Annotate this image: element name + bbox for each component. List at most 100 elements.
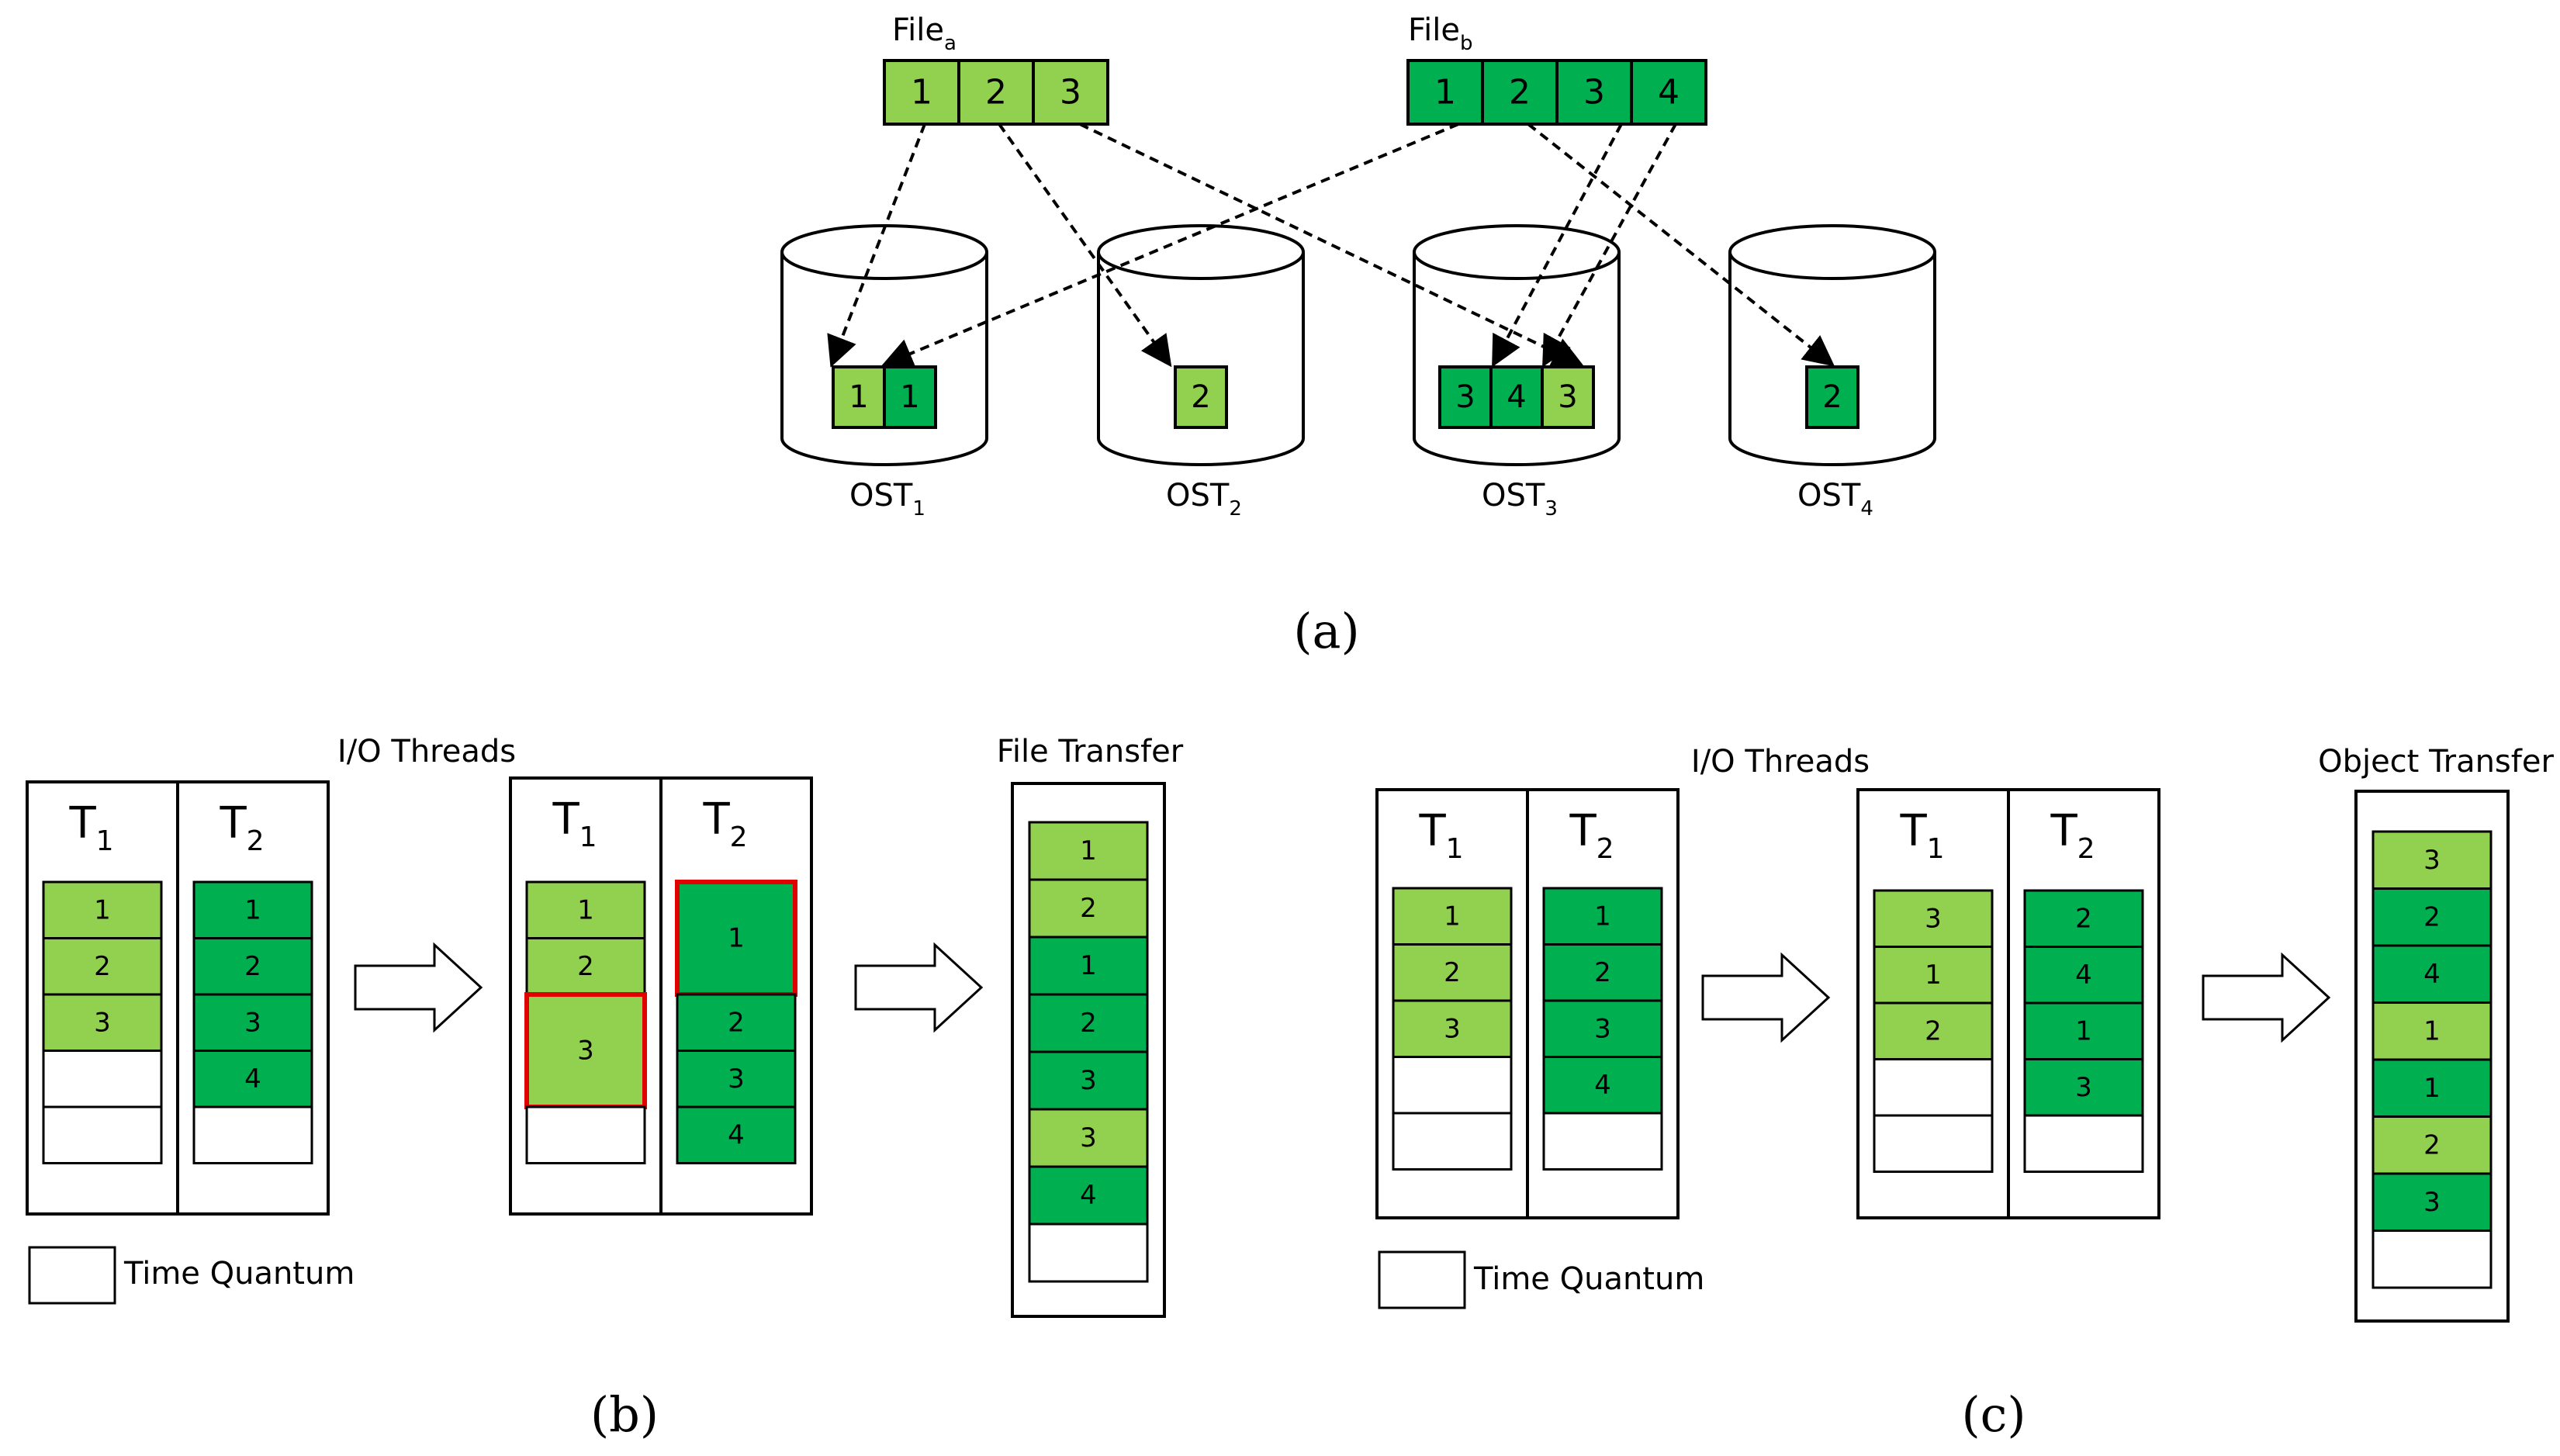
ost-2-block-1: 2 bbox=[1174, 365, 1228, 429]
b-legend: Time Quantum bbox=[28, 1246, 355, 1305]
file-b-block-2: 2 bbox=[1481, 59, 1558, 126]
b-threads-before-t2-cell-2: 2 bbox=[192, 937, 313, 996]
svg-text:1: 1 bbox=[577, 894, 594, 925]
svg-text:4: 4 bbox=[1594, 1070, 1611, 1101]
c-threads-before-t1-cell-2: 2 bbox=[1392, 943, 1513, 1002]
b-arrow-1 bbox=[354, 942, 483, 1033]
svg-text:1: 1 bbox=[2075, 1015, 2092, 1046]
svg-text:1: 1 bbox=[1080, 950, 1097, 981]
b-threads-before-t1-cell-2: 2 bbox=[42, 937, 163, 996]
c-object-transfer-cell-5: 1 bbox=[2371, 1058, 2493, 1118]
svg-text:3: 3 bbox=[2423, 845, 2441, 876]
svg-text:2: 2 bbox=[577, 951, 594, 982]
svg-text:4: 4 bbox=[2423, 959, 2441, 990]
b-file-transfer-cell-8 bbox=[1028, 1223, 1149, 1283]
b-file-transfer-cell-2: 2 bbox=[1028, 878, 1149, 939]
c-object-transfer-cell-3: 4 bbox=[2371, 944, 2493, 1004]
b-threads-after-t1-cell-2: 2 bbox=[525, 937, 646, 996]
panel-b: I/O Threads File Transfer T1123T21234T11… bbox=[26, 734, 1184, 1443]
c-threads-title: I/O Threads bbox=[1691, 744, 1870, 780]
b-threads-before-t1-label: T1 bbox=[68, 798, 113, 857]
c-threads-before-t1-cell-3: 3 bbox=[1392, 999, 1513, 1058]
c-transfer-title: Object Transfer bbox=[2318, 744, 2554, 780]
svg-text:1: 1 bbox=[1594, 901, 1611, 932]
c-threads-before-t2-cell-1: 1 bbox=[1542, 887, 1663, 946]
c-object-transfer-cell-1: 3 bbox=[2371, 830, 2493, 890]
svg-text:2: 2 bbox=[94, 951, 111, 982]
file-b-label: Fileb bbox=[1408, 12, 1472, 55]
svg-text:3: 3 bbox=[94, 1007, 111, 1038]
svg-text:3: 3 bbox=[1444, 1013, 1461, 1044]
b-threads-before-t2-cell-4: 4 bbox=[192, 1050, 313, 1108]
svg-text:4: 4 bbox=[2075, 960, 2092, 991]
b-threads-after-t2-cell-1: 1 bbox=[675, 880, 797, 997]
c-threads-after-t1-label: T1 bbox=[1899, 806, 1944, 865]
b-legend-swatch bbox=[28, 1246, 116, 1305]
b-file-transfer-cell-3: 1 bbox=[1028, 936, 1149, 996]
svg-text:1: 1 bbox=[1444, 901, 1461, 932]
b-threads-after-t1-cell-1: 1 bbox=[525, 880, 646, 939]
b-threads-after-t2-cell-2: 2 bbox=[676, 993, 797, 1052]
caption-b: (b) bbox=[590, 1386, 659, 1443]
svg-text:4: 4 bbox=[728, 1119, 745, 1150]
b-file-transfer-cell-6: 3 bbox=[1028, 1108, 1149, 1168]
panel-c: I/O Threads Object Transfer T1123T21234T… bbox=[1375, 744, 2554, 1443]
ost-2-label: OST2 bbox=[1166, 478, 1242, 520]
c-threads-before-t2-cell-4: 4 bbox=[1542, 1056, 1663, 1115]
svg-text:2: 2 bbox=[2423, 1129, 2441, 1160]
svg-text:2: 2 bbox=[2423, 901, 2441, 932]
b-transfer-title: File Transfer bbox=[997, 734, 1184, 770]
svg-text:3: 3 bbox=[1594, 1013, 1611, 1044]
c-object-transfer-cell-6: 2 bbox=[2371, 1115, 2493, 1175]
c-threads-before-t2-label: T2 bbox=[1569, 806, 1614, 865]
file-a-block-3: 3 bbox=[1032, 59, 1109, 126]
svg-text:4: 4 bbox=[1658, 73, 1680, 112]
b-legend-label: Time Quantum bbox=[123, 1256, 355, 1292]
caption-a: (a) bbox=[1293, 603, 1359, 659]
ost-3-label: OST3 bbox=[1482, 478, 1558, 520]
file-b-block-4: 4 bbox=[1630, 59, 1707, 126]
svg-text:2: 2 bbox=[244, 951, 261, 982]
c-threads-after-t2-cell-1: 2 bbox=[2023, 889, 2144, 948]
svg-text:2: 2 bbox=[1822, 379, 1842, 415]
c-object-transfer-cell-2: 2 bbox=[2371, 887, 2493, 947]
svg-text:3: 3 bbox=[1080, 1122, 1097, 1153]
svg-text:3: 3 bbox=[728, 1063, 745, 1095]
svg-text:3: 3 bbox=[1583, 73, 1605, 112]
b-arrow-2 bbox=[854, 942, 984, 1033]
file-a-block-1: 1 bbox=[883, 59, 960, 126]
svg-text:1: 1 bbox=[1434, 73, 1456, 112]
b-file-transfer-cell-1: 1 bbox=[1028, 821, 1149, 881]
c-object-transfer-cell-7: 3 bbox=[2371, 1172, 2493, 1232]
svg-text:3: 3 bbox=[2423, 1187, 2441, 1218]
c-threads-after-t1-cell-3: 2 bbox=[1873, 1001, 1994, 1060]
arrow-fileb-1-ost1 bbox=[881, 123, 1459, 368]
b-threads-after-t2-cell-3: 3 bbox=[676, 1050, 797, 1108]
svg-text:3: 3 bbox=[2075, 1072, 2092, 1103]
svg-text:1: 1 bbox=[244, 894, 261, 925]
svg-text:1: 1 bbox=[1925, 960, 1942, 991]
b-threads-title: I/O Threads bbox=[337, 734, 516, 770]
b-threads-after-t1-cell-3: 3 bbox=[524, 992, 647, 1109]
c-threads-after-t1-cell-4 bbox=[1873, 1058, 1994, 1117]
c-threads-before-t2-cell-5 bbox=[1542, 1112, 1663, 1171]
svg-text:1: 1 bbox=[94, 894, 111, 925]
arrow-fileb-2-ost4 bbox=[1527, 123, 1835, 367]
svg-text:2: 2 bbox=[1509, 73, 1531, 112]
svg-text:1: 1 bbox=[849, 379, 868, 415]
b-threads-after-t1-label: T1 bbox=[552, 794, 597, 853]
file-b-block-3: 3 bbox=[1555, 59, 1633, 126]
ost-4-block-1: 2 bbox=[1805, 365, 1859, 429]
c-legend: Time Quantum bbox=[1378, 1250, 1704, 1309]
ost-3-block-1: 3 bbox=[1438, 365, 1493, 429]
c-threads-after-t1-cell-1: 3 bbox=[1873, 889, 1994, 948]
